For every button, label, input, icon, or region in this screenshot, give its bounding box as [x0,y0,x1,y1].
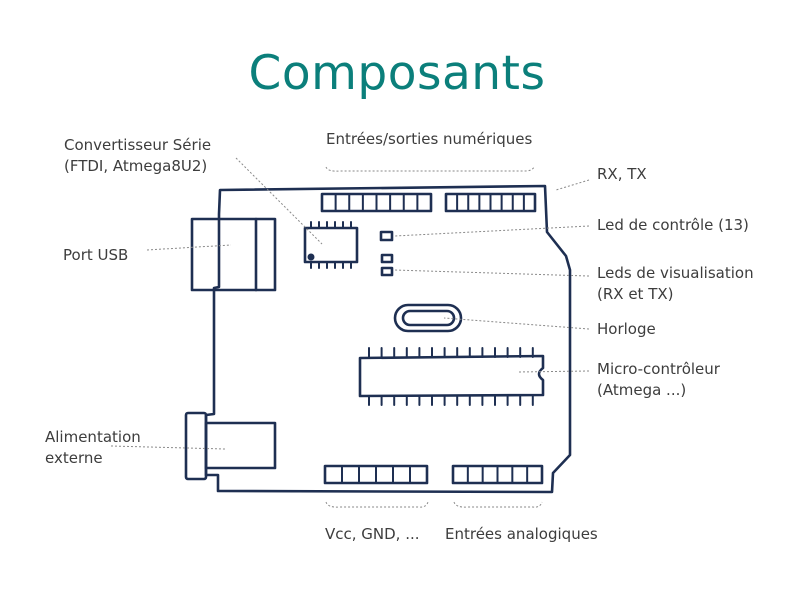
leader-vcc-gnd [325,501,429,508]
microcontroller-chip [358,354,545,398]
rx-led [380,253,394,264]
label-control-led: Led de contrôle (13) [597,216,749,234]
label-clock: Horloge [597,320,656,338]
label-microcontroller-line1: Micro-contrôleur [597,360,720,378]
label-microcontroller-line2: (Atmega ...) [597,381,687,399]
leader-microcontroller [517,370,590,373]
label-rx-tx: RX, TX [597,165,647,183]
label-serial-converter-line2: (FTDI, Atmega8U2) [64,157,208,175]
page-title: Composants [248,46,546,101]
leader-converter [235,157,323,245]
power-jack [184,411,208,481]
leader-rx-tx [555,179,590,191]
label-visual-leds-line1: Leds de visualisation [597,264,754,282]
label-serial-converter-line1: Convertisseur Série [64,136,212,154]
leader-external-power [110,445,226,450]
label-microcontroller: Micro-contrôleur (Atmega ...) [597,359,720,401]
label-external-power-line2: externe [45,449,103,467]
leader-analog [453,501,543,508]
board-outline [204,184,572,494]
label-analog-inputs: Entrées analogiques [445,525,598,543]
crystal-inner [401,309,456,327]
tx-led [380,266,394,277]
label-external-power: Alimentation externe [45,427,141,469]
serial-converter-chip [303,226,359,264]
label-serial-converter: Convertisseur Série (FTDI, Atmega8U2) [64,135,211,177]
label-usb-port: Port USB [63,246,129,264]
leader-clock [443,317,590,330]
label-visual-leds-line2: (RX et TX) [597,285,674,303]
usb-connector [190,217,277,292]
leader-control-led [394,225,590,237]
label-digital-io: Entrées/sorties numériques [326,130,533,148]
leader-digital-io [325,166,535,172]
control-led [379,230,394,242]
label-external-power-line1: Alimentation [45,428,141,446]
leader-visual-leds [393,269,590,277]
crystal-outer [393,303,463,333]
label-visual-leds: Leds de visualisation (RX et TX) [597,263,754,305]
label-vcc-gnd: Vcc, GND, ... [325,525,420,543]
